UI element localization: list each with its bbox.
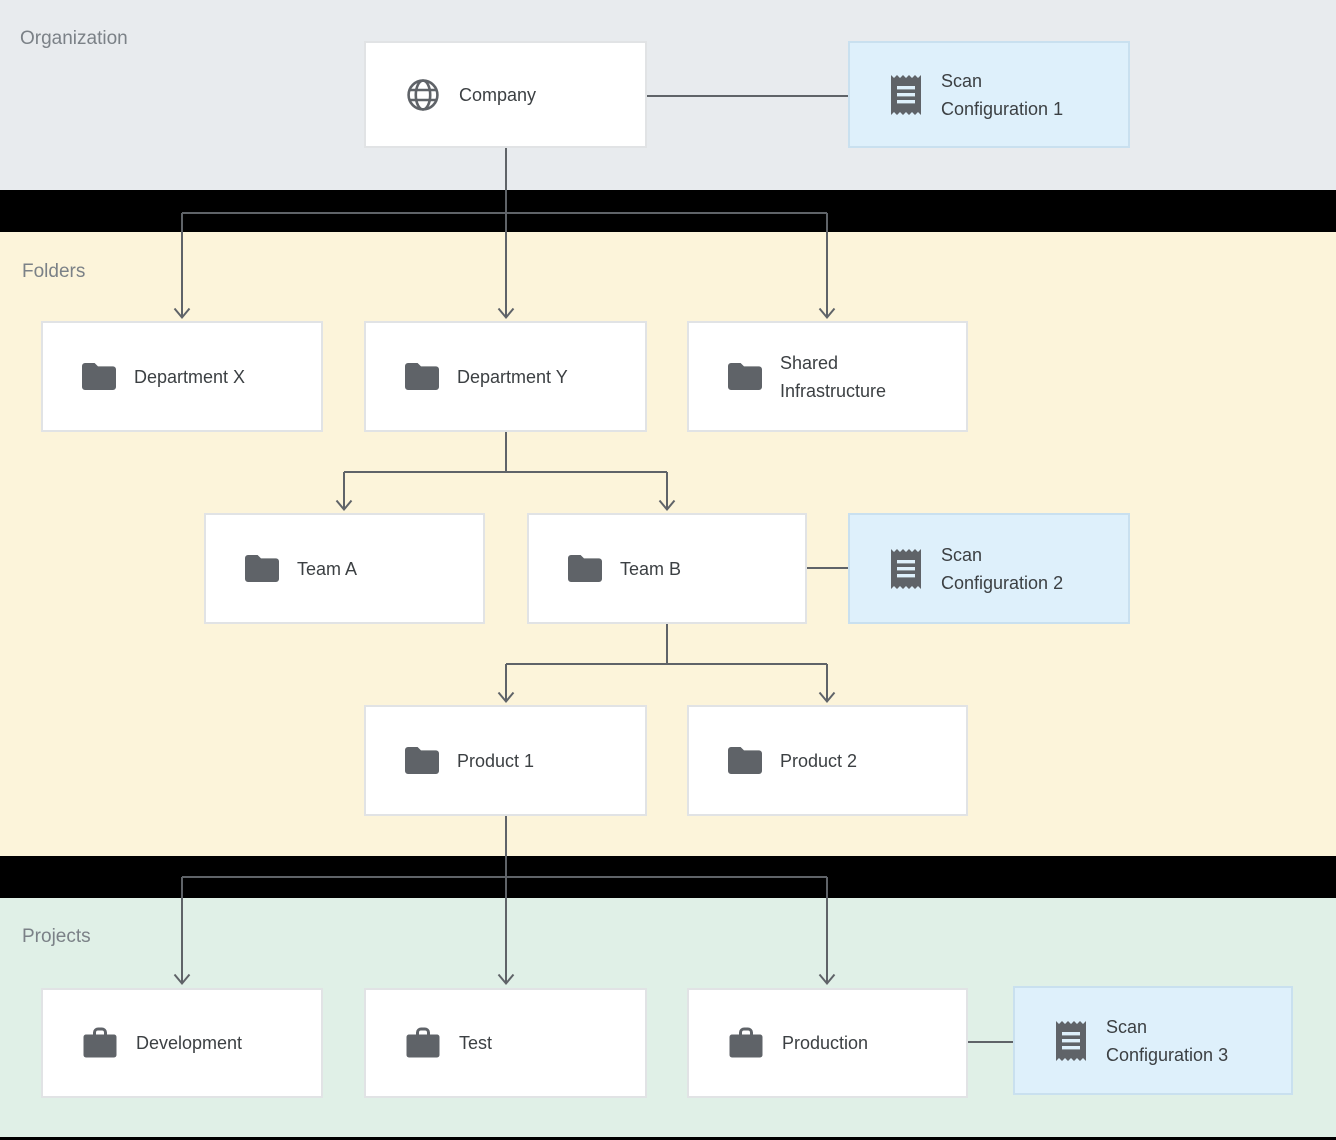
node-production: Production — [687, 988, 968, 1098]
receipt-icon — [1054, 1020, 1088, 1062]
arrowhead-icon — [497, 691, 515, 704]
folder-icon — [245, 555, 279, 582]
node-team-a: Team A — [204, 513, 485, 624]
arrowhead-icon — [173, 973, 191, 986]
node-label: Product 2 — [780, 750, 858, 771]
node-label: Scan Configuration 2 — [941, 544, 1064, 593]
node-product-2: Product 2 — [687, 705, 968, 816]
arrowhead-icon — [497, 973, 515, 986]
node-product-1: Product 1 — [364, 705, 647, 816]
node-label: Scan Configuration 3 — [1106, 1016, 1229, 1065]
node-label: Production — [782, 1033, 869, 1053]
arrowhead-icon — [173, 307, 191, 320]
node-department-x: Department X — [41, 321, 323, 432]
node-label: Test — [459, 1033, 493, 1053]
edge-department-y-to-teams — [335, 432, 676, 512]
node-label: Team B — [620, 558, 682, 579]
arrowhead-icon — [335, 499, 353, 512]
node-test: Test — [364, 988, 647, 1098]
node-shared-infrastructure: Shared Infrastructure — [687, 321, 968, 432]
node-scan-config-2: Scan Configuration 2 — [848, 513, 1130, 624]
node-label: Team A — [297, 558, 358, 579]
arrowhead-icon — [497, 307, 515, 320]
node-label: Shared Infrastructure — [780, 352, 887, 401]
arrowhead-icon — [818, 691, 836, 704]
folder-icon — [568, 555, 602, 582]
section-label-folders: Folders — [22, 261, 86, 282]
receipt-icon — [889, 548, 923, 590]
node-label: Company — [459, 84, 537, 105]
section-label-organization: Organization — [20, 28, 128, 49]
node-development: Development — [41, 988, 323, 1098]
node-scan-config-3: Scan Configuration 3 — [1013, 986, 1293, 1095]
folder-icon — [728, 747, 762, 774]
node-label: Development — [136, 1033, 243, 1053]
edge-company-to-folders — [173, 148, 836, 320]
edge-product-1-to-projects — [173, 816, 836, 986]
section-label-projects: Projects — [22, 926, 91, 947]
node-label: Department Y — [457, 366, 568, 387]
globe-icon — [405, 77, 441, 113]
node-label: Department X — [134, 366, 246, 387]
briefcase-icon — [728, 1027, 764, 1059]
node-scan-config-1: Scan Configuration 1 — [848, 41, 1130, 148]
node-label: Product 1 — [457, 750, 535, 771]
arrowhead-icon — [658, 499, 676, 512]
folder-icon — [405, 363, 439, 390]
arrowhead-icon — [818, 307, 836, 320]
briefcase-icon — [405, 1027, 441, 1059]
node-company: Company — [364, 41, 647, 148]
node-team-b: Team B — [527, 513, 807, 624]
edge-team-b-to-products — [497, 624, 836, 704]
receipt-icon — [889, 74, 923, 116]
folder-icon — [405, 747, 439, 774]
folder-icon — [728, 363, 762, 390]
briefcase-icon — [82, 1027, 118, 1059]
node-label: Scan Configuration 1 — [941, 70, 1064, 119]
folder-icon — [82, 363, 116, 390]
arrowhead-icon — [818, 973, 836, 986]
node-department-y: Department Y — [364, 321, 647, 432]
